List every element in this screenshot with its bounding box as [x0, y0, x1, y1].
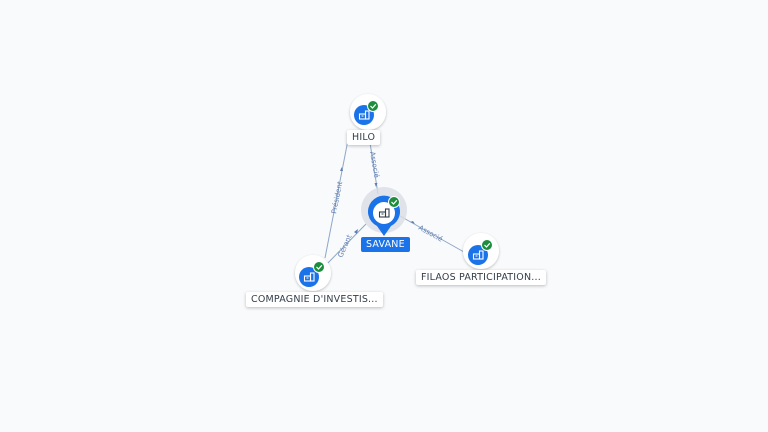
verified-check-icon — [367, 100, 379, 112]
node-filaos[interactable] — [463, 233, 499, 269]
building-icon — [378, 208, 390, 218]
node-label-savane[interactable]: SAVANE — [361, 237, 410, 252]
edge-label-filaos-savane: Associé — [417, 224, 444, 244]
edge-label-compagnie-savane: Gérant — [337, 233, 354, 258]
building-icon — [468, 245, 488, 265]
verified-check-icon — [388, 196, 400, 208]
node-compagnie[interactable] — [295, 255, 331, 291]
edge-compagnie-hilo — [324, 139, 349, 259]
verified-check-icon — [313, 261, 325, 273]
node-label-compagnie[interactable]: COMPAGNIE D'INVESTIS... — [246, 292, 383, 307]
edge-arrow-icon — [374, 183, 378, 187]
node-savane-main[interactable] — [361, 187, 407, 236]
building-icon — [299, 267, 319, 287]
node-label-filaos[interactable]: FILAOS PARTICIPATION... — [416, 270, 546, 285]
edge-arrow-icon — [340, 167, 343, 171]
node-hilo[interactable] — [350, 94, 386, 130]
verified-check-icon — [481, 239, 493, 251]
edge-arrow-icon — [410, 221, 415, 224]
edge-label-hilo-savane: Associé — [368, 151, 380, 178]
edge-label-compagnie-hilo: Président — [330, 181, 344, 215]
edge-compagnie-savane — [322, 223, 367, 269]
edge-arrow-icon — [354, 229, 358, 234]
node-label-hilo[interactable]: HILO — [347, 130, 381, 145]
